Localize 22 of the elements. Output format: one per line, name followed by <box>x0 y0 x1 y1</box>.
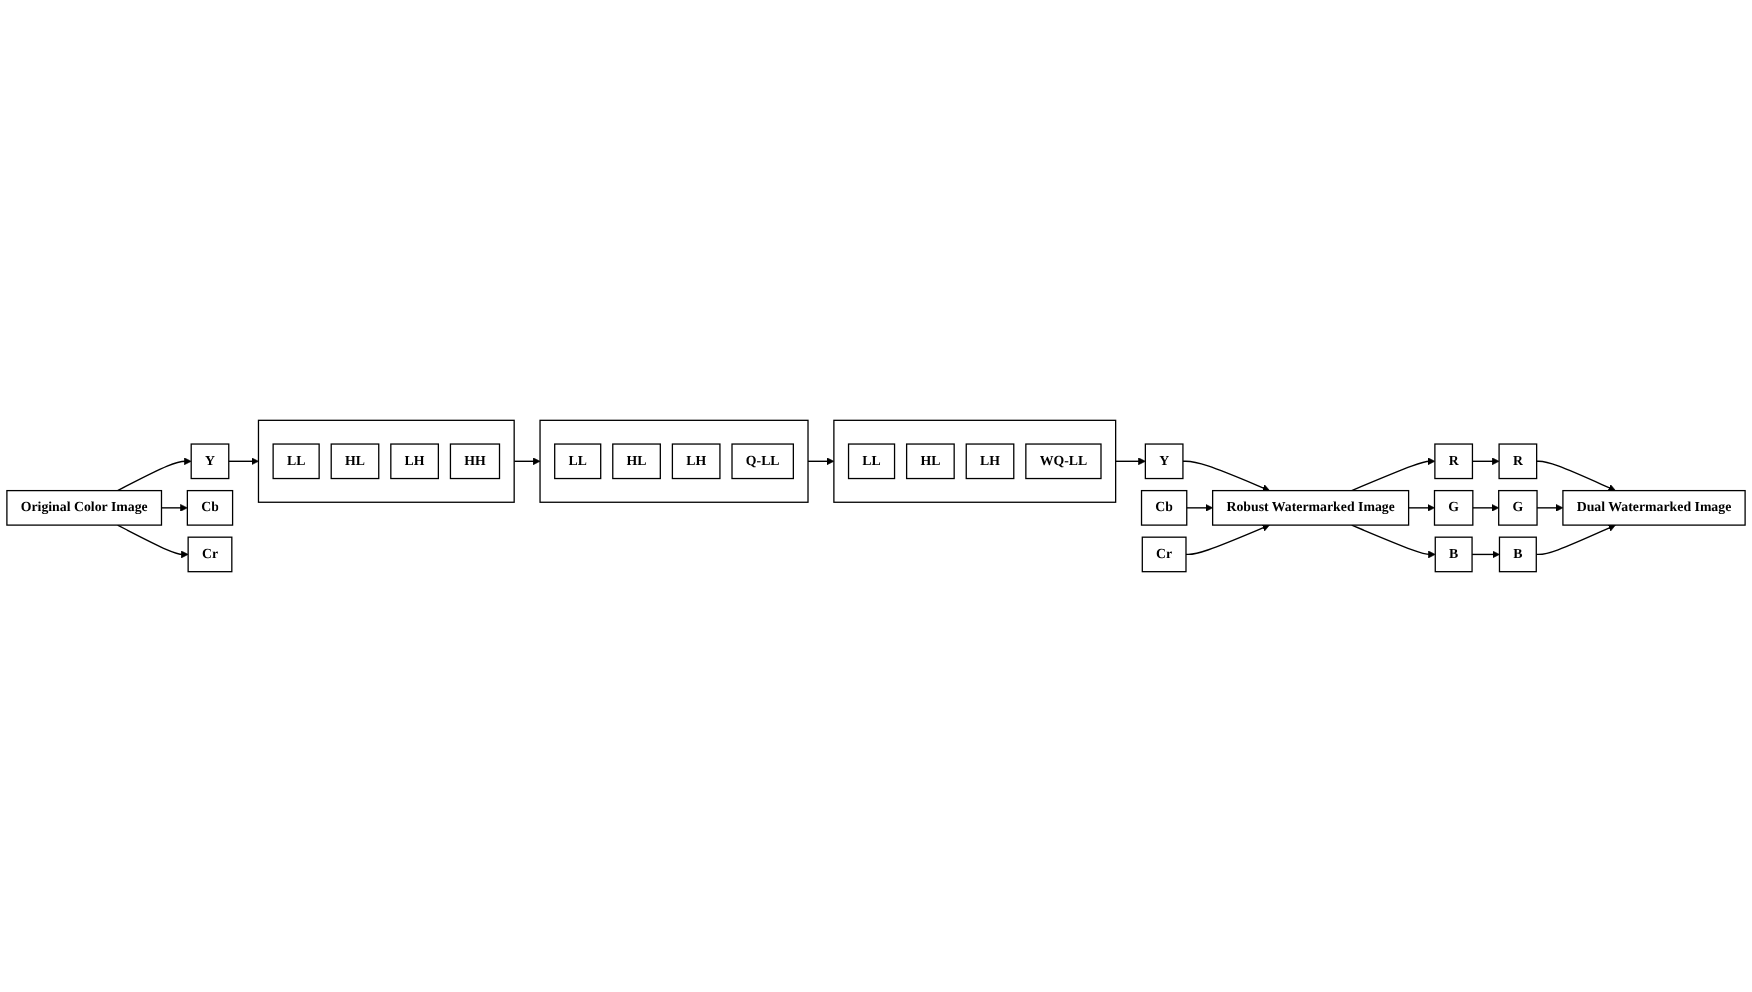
arrow <box>160 504 188 512</box>
arrow <box>1351 457 1436 492</box>
cluster <box>257 419 515 503</box>
arrow <box>1536 504 1564 512</box>
arrow <box>116 524 189 559</box>
arrow <box>1351 524 1436 559</box>
arrow <box>807 457 835 466</box>
arrow <box>1407 504 1435 512</box>
arrow <box>1471 550 1500 559</box>
arrow <box>1186 504 1213 512</box>
arrow <box>1535 460 1616 492</box>
arrow <box>1114 457 1146 466</box>
arrow <box>1185 524 1270 556</box>
arrow <box>1535 524 1616 556</box>
arrow <box>1182 460 1270 492</box>
arrow <box>513 457 541 466</box>
arrow <box>1472 504 1500 512</box>
arrow <box>116 457 192 492</box>
arrow <box>1471 457 1500 466</box>
cluster <box>833 419 1117 503</box>
cluster <box>539 419 809 503</box>
arrow <box>228 457 259 466</box>
